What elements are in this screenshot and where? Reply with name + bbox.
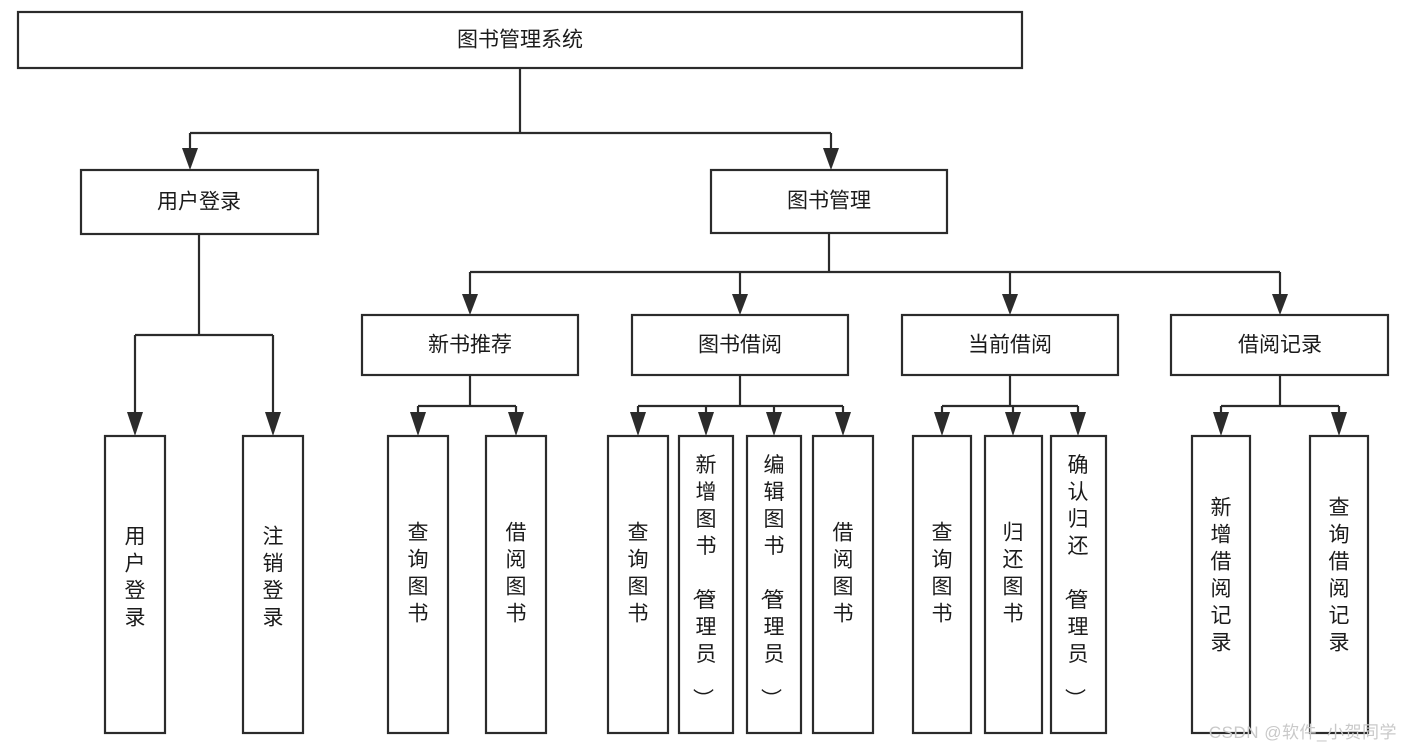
node-leaf-query-book-newbook[interactable]: 查询图书 (386, 434, 450, 735)
node-borrow-record[interactable]: 借阅记录 (1169, 313, 1390, 377)
node-book-manage-label: 图书管理 (787, 190, 871, 213)
node-leaf-edit-book-admin-label: 编辑图书（管理员） (759, 454, 785, 709)
node-leaf-query-book-current-box[interactable] (911, 434, 973, 735)
node-leaf-query-book-borrow-box[interactable] (606, 434, 670, 735)
node-leaf-return-book-label: 归还图书 (1003, 522, 1024, 626)
node-leaf-query-book-newbook-box[interactable] (386, 434, 450, 735)
arrow-to-current (1002, 294, 1018, 315)
node-leaf-query-book-current-label: 查询图书 (932, 522, 953, 626)
node-book-borrow[interactable]: 图书借阅 (630, 313, 850, 377)
node-borrow-record-label: 借阅记录 (1238, 334, 1322, 357)
node-leaf-edit-book-admin[interactable]: 编辑图书（管理员） (745, 434, 803, 735)
node-leaf-add-book-admin[interactable]: 新增图书（管理员） (677, 434, 735, 735)
node-borrow-record-box[interactable] (1169, 313, 1390, 377)
node-book-manage[interactable]: 图书管理 (709, 168, 949, 235)
node-leaf-return-book-box[interactable] (983, 434, 1044, 735)
node-leaf-borrow-book-borrow-label: 借阅图书 (833, 522, 854, 626)
node-leaf-add-borrow-record-label: 新增借阅记录 (1211, 497, 1232, 655)
node-root-box[interactable] (16, 10, 1024, 70)
arrow-to-record (1272, 294, 1288, 315)
node-leaf-add-borrow-record-box[interactable] (1190, 434, 1252, 735)
arrow-to-user-login (182, 148, 198, 170)
node-leaf-logout-box[interactable] (241, 434, 305, 735)
arrow-current-leaf2 (1005, 412, 1021, 436)
node-user-login-box[interactable] (79, 168, 320, 236)
node-leaf-user-login-box[interactable] (103, 434, 167, 735)
arrow-userlogin-leaf2 (265, 412, 281, 436)
node-book-borrow-label: 图书借阅 (698, 334, 782, 357)
node-book-borrow-box[interactable] (630, 313, 850, 377)
arrow-record-leaf1 (1213, 412, 1229, 436)
node-leaf-edit-book-admin-box[interactable] (745, 434, 803, 735)
arrow-to-book-manage (823, 148, 839, 170)
arrow-current-leaf1 (934, 412, 950, 436)
node-leaf-query-book-borrow[interactable]: 查询图书 (606, 434, 670, 735)
node-leaf-query-book-borrow-label: 查询图书 (628, 522, 649, 626)
arrow-borrow-leaf3 (766, 412, 782, 436)
node-leaf-query-borrow-record-label: 查询借阅记录 (1329, 497, 1350, 655)
arrow-borrow-leaf2 (698, 412, 714, 436)
node-current-borrow[interactable]: 当前借阅 (900, 313, 1120, 377)
node-leaf-query-borrow-record[interactable]: 查询借阅记录 (1308, 434, 1370, 735)
arrow-record-leaf2 (1331, 412, 1347, 436)
arrow-current-leaf3 (1070, 412, 1086, 436)
node-leaf-return-book[interactable]: 归还图书 (983, 434, 1044, 735)
node-leaf-borrow-book-newbook-box[interactable] (484, 434, 548, 735)
node-current-borrow-label: 当前借阅 (968, 334, 1052, 357)
node-leaf-query-borrow-record-box[interactable] (1308, 434, 1370, 735)
node-current-borrow-box[interactable] (900, 313, 1120, 377)
node-leaf-query-book-current[interactable]: 查询图书 (911, 434, 973, 735)
connector-layer (127, 68, 1347, 436)
node-root[interactable]: 图书管理系统 (16, 10, 1024, 70)
node-leaf-add-book-admin-label: 新增图书（管理员） (691, 454, 717, 709)
node-leaf-borrow-book-borrow[interactable]: 借阅图书 (811, 434, 875, 735)
node-leaf-add-borrow-record[interactable]: 新增借阅记录 (1190, 434, 1252, 735)
arrow-newbook-leaf1 (410, 412, 426, 436)
arrow-newbook-leaf2 (508, 412, 524, 436)
node-book-manage-box[interactable] (709, 168, 949, 235)
node-leaf-borrow-book-newbook-label: 借阅图书 (506, 522, 527, 626)
arrow-to-newbook (462, 294, 478, 315)
node-leaf-user-login-label: 用户登录 (125, 526, 146, 630)
node-leaf-confirm-return-admin-label: 确认归还（管理员） (1063, 454, 1089, 709)
node-user-login[interactable]: 用户登录 (79, 168, 320, 236)
node-leaf-logout[interactable]: 注销登录 (241, 434, 305, 735)
arrow-userlogin-leaf1 (127, 412, 143, 436)
node-leaf-user-login[interactable]: 用户登录 (103, 434, 167, 735)
node-leaf-confirm-return-admin-box[interactable] (1049, 434, 1108, 735)
node-leaf-confirm-return-admin[interactable]: 确认归还（管理员） (1049, 434, 1108, 735)
arrow-borrow-leaf4 (835, 412, 851, 436)
node-new-book-recommend[interactable]: 新书推荐 (360, 313, 580, 377)
node-user-login-label: 用户登录 (157, 191, 241, 214)
node-leaf-borrow-book-newbook[interactable]: 借阅图书 (484, 434, 548, 735)
node-leaf-add-book-admin-box[interactable] (677, 434, 735, 735)
node-new-book-recommend-label: 新书推荐 (428, 334, 512, 357)
arrow-to-borrow (732, 294, 748, 315)
arrow-borrow-leaf1 (630, 412, 646, 436)
node-leaf-logout-label: 注销登录 (263, 526, 284, 630)
node-leaf-borrow-book-borrow-box[interactable] (811, 434, 875, 735)
node-root-label: 图书管理系统 (457, 29, 583, 52)
node-new-book-recommend-box[interactable] (360, 313, 580, 377)
node-leaf-query-book-newbook-label: 查询图书 (408, 522, 429, 626)
